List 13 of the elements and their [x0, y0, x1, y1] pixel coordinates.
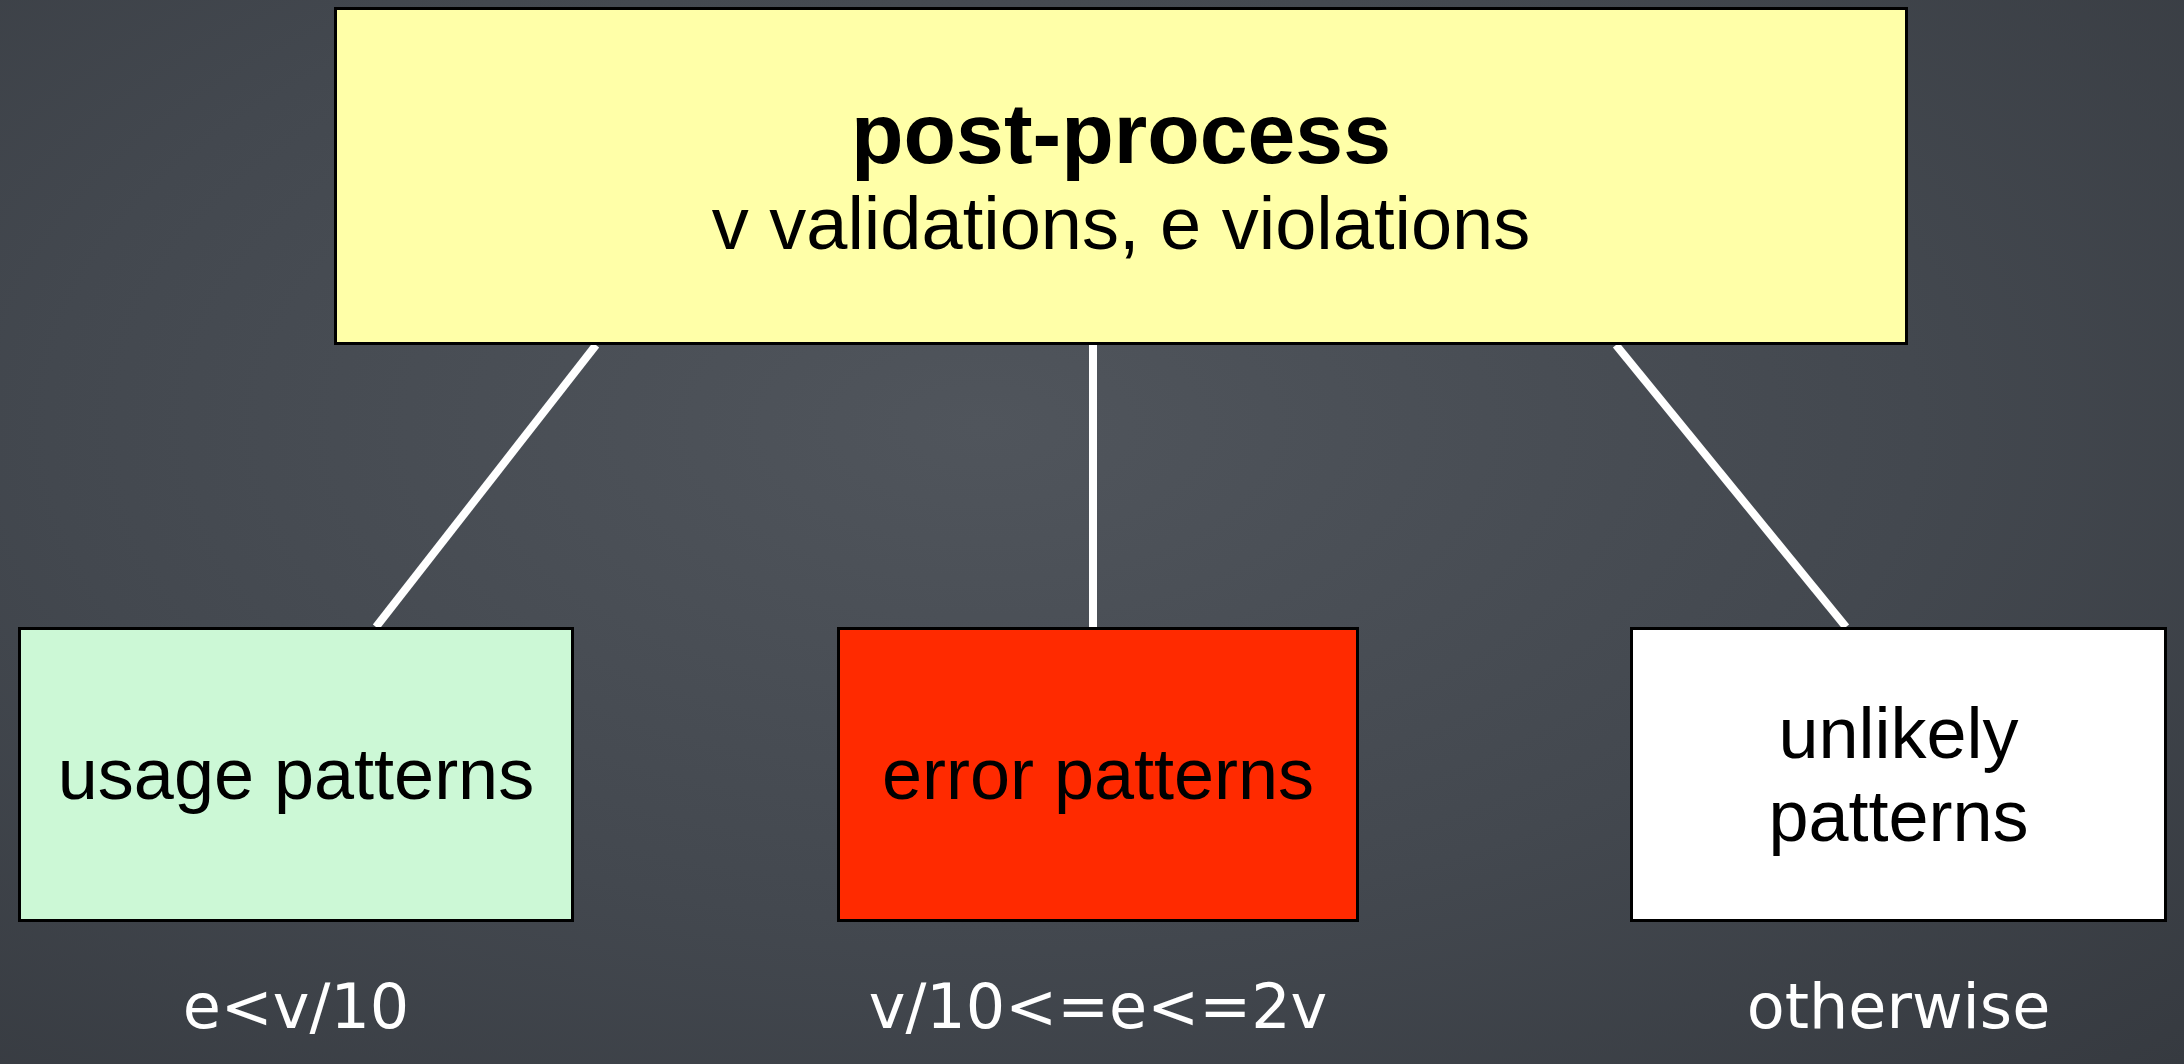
- process-box: [334, 7, 1908, 345]
- box-text: error patterns: [880, 733, 1316, 816]
- process-box: [837, 627, 1359, 922]
- condition-label: otherwise: [1745, 970, 2052, 1043]
- box-text: v validations, e violations: [710, 181, 1532, 266]
- condition-label: e<v/10: [181, 970, 411, 1043]
- process-box: [1630, 627, 2167, 922]
- condition-label: v/10<=e<=2v: [867, 970, 1329, 1043]
- box-text: unlikely patterns: [1767, 691, 2030, 858]
- box-text: usage patterns: [56, 733, 536, 816]
- process-box: [18, 627, 574, 922]
- connector-line: [1089, 345, 1097, 627]
- box-heading: post-process: [851, 86, 1391, 181]
